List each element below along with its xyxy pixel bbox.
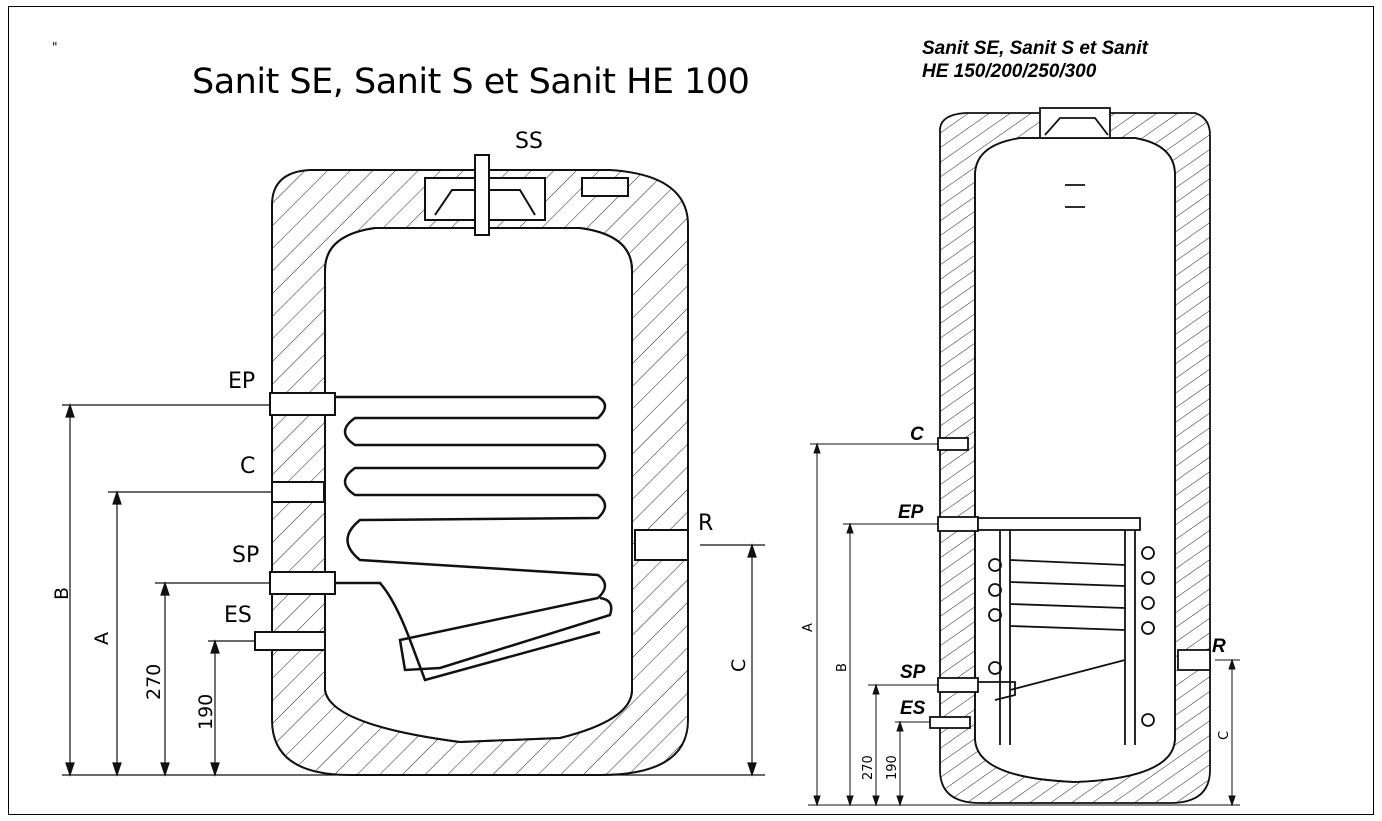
left-coil-return [335, 581, 601, 682]
left-tank-drawing [254, 154, 689, 776]
left-tank-wall [324, 227, 633, 744]
left-label-ss: SS [515, 129, 543, 154]
right-r-port [1177, 649, 1211, 671]
right-tank-wall [974, 137, 1176, 783]
left-sp-port [269, 571, 336, 595]
right-insulation [939, 112, 1211, 804]
left-r-port [634, 529, 689, 561]
right-diagram-title: Sanit SE, Sanit S et Sanit HE 150/200/25… [922, 37, 1148, 83]
left-ep-port [269, 392, 336, 416]
left-dim-c: C [728, 659, 750, 672]
left-label-es: ES [224, 603, 252, 628]
left-label-ep: EP [228, 369, 255, 394]
right-sp-port [937, 677, 979, 693]
right-label-r: R [1212, 636, 1226, 657]
right-label-c: C [910, 424, 924, 445]
right-dim-b: B [835, 663, 850, 672]
right-label-es: ES [900, 698, 926, 719]
left-insulation [271, 169, 689, 776]
left-dim-190: 190 [195, 694, 217, 730]
right-tank-drawing [929, 107, 1211, 804]
right-ep-port [937, 516, 979, 532]
corner-mark: " [52, 40, 58, 54]
right-label-sp: SP [900, 662, 926, 683]
right-cap-bracket [1044, 117, 1109, 136]
right-title-line-2: HE 150/200/250/300 [922, 61, 1097, 82]
right-dim-a: A [801, 623, 816, 632]
right-label-ep: EP [898, 502, 924, 523]
left-dim-a: A [91, 632, 113, 645]
left-top-box [581, 177, 629, 197]
left-label-r: R [698, 511, 713, 536]
right-es-port [929, 716, 971, 729]
right-dimensions [808, 442, 1240, 807]
left-c-port [271, 481, 325, 503]
left-dimensions [62, 403, 765, 777]
figure-frame [8, 6, 1374, 815]
left-diagram-title: Sanit SE, Sanit S et Sanit HE 100 [192, 62, 750, 102]
left-coil [335, 395, 613, 672]
left-dim-b: B [51, 587, 73, 600]
left-ss-pipe [474, 154, 490, 236]
left-es-port [254, 631, 326, 651]
right-exchanger-top [977, 517, 1141, 531]
right-dim-c: C [1217, 731, 1232, 740]
right-c-port [937, 437, 969, 451]
right-dim-270: 270 [861, 755, 876, 780]
right-title-line-1: Sanit SE, Sanit S et Sanit [922, 38, 1148, 59]
right-dim-190: 190 [885, 755, 900, 780]
left-dim-270: 270 [143, 664, 165, 700]
left-label-sp: SP [232, 543, 259, 568]
left-label-c: C [240, 454, 255, 479]
